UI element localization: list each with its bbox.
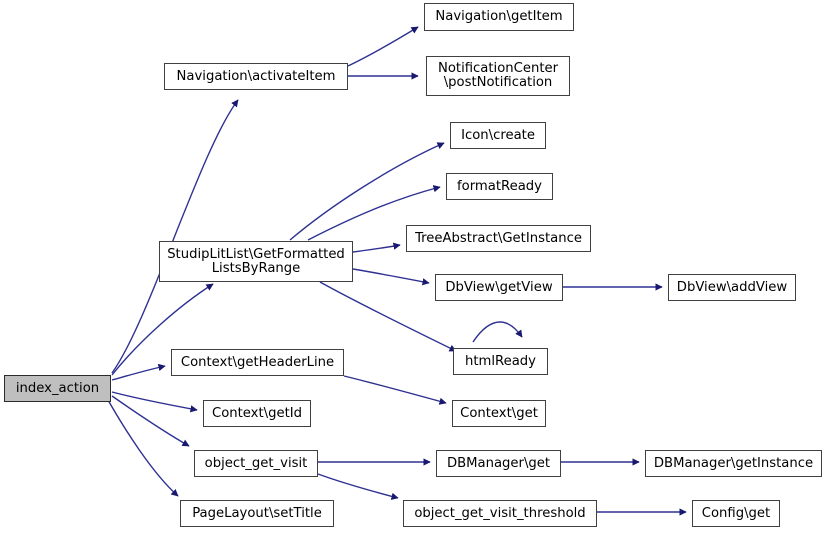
graph-node-object-get-visit[interactable]: object_get_visit [194,450,318,477]
call-edge [472,321,523,343]
call-edge [343,375,447,405]
graph-node-context-getid[interactable]: Context\getId [203,400,311,427]
graph-node-index-action[interactable]: index_action [4,375,111,402]
graph-node-icon-create[interactable]: Icon\create [450,122,546,149]
graph-node-html-ready[interactable]: htmlReady [453,348,548,375]
call-edge [352,242,401,253]
graph-node-page-layout-settitle[interactable]: PageLayout\setTitle [180,500,334,527]
call-edge [347,26,419,67]
graph-node-studip-lit-list[interactable]: StudipLitList\GetFormatted ListsByRange [159,241,353,282]
graph-node-tree-abstract[interactable]: TreeAbstract\GetInstance [406,225,591,252]
call-edge [111,391,198,413]
graph-node-context-get[interactable]: Context\get [452,400,546,427]
graph-node-context-headerline[interactable]: Context\getHeaderLine [171,349,344,376]
graph-node-notification-center[interactable]: NotificationCenter \postNotification [426,56,570,96]
graph-node-dbview-getview[interactable]: DbView\getView [435,274,563,301]
graph-node-dbmanager-get[interactable]: DBManager\get [436,450,561,477]
call-edge [111,99,239,374]
graph-node-object-visit-threshold[interactable]: object_get_visit_threshold [403,500,597,527]
graph-node-config-get[interactable]: Config\get [692,500,780,527]
graph-node-format-ready[interactable]: formatReady [446,173,553,200]
call-edge [111,363,166,381]
graph-node-nav-activate[interactable]: Navigation\activateItem [164,63,348,90]
call-edge [317,473,399,500]
call-edge [111,395,190,447]
call-edge [107,399,179,497]
graph-node-nav-getitem[interactable]: Navigation\getItem [424,3,574,31]
call-edge [352,268,430,286]
graph-node-dbmanager-getinstance[interactable]: DBManager\getInstance [645,450,822,477]
graph-node-dbview-addview[interactable]: DbView\addView [668,274,796,301]
